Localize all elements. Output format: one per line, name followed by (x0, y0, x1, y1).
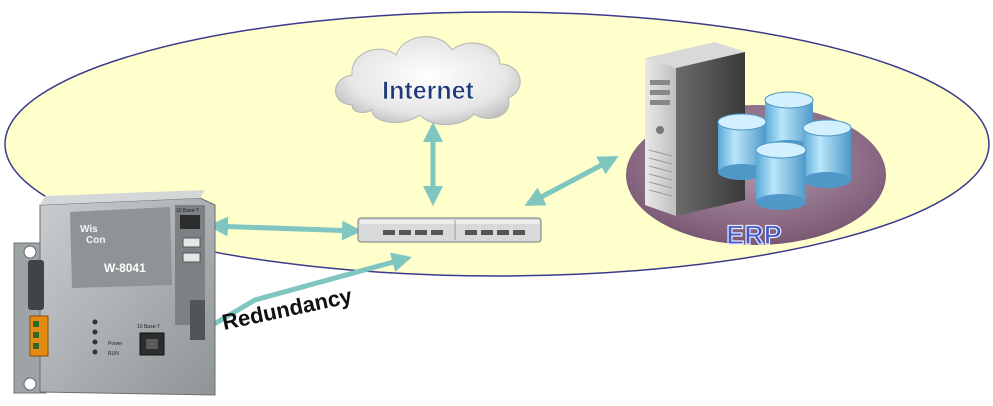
database-icon (717, 91, 852, 210)
erp-group: ERP (626, 42, 886, 251)
led-run-label: RUN (108, 351, 119, 357)
controller-brand-2: Con (86, 235, 105, 246)
cloud-label: Internet (382, 77, 474, 105)
arrow-switch-erp (524, 155, 619, 207)
port-top-label: 10 Base-T (176, 208, 199, 214)
controller-brand: Wis (80, 224, 98, 235)
switch-icon (357, 217, 542, 243)
cloud-icon: Internet (335, 36, 521, 126)
controller-model: W-8041 (104, 261, 146, 275)
led-power-label: Power (108, 341, 123, 347)
erp-label: ERP (726, 220, 782, 250)
port-bottom-label: 10 Base-T (137, 324, 160, 330)
arrow-controller-switch (208, 216, 362, 241)
controller-icon: Wis Con W-8041 10 Base-T Power RUN 10 Ba… (13, 190, 216, 396)
